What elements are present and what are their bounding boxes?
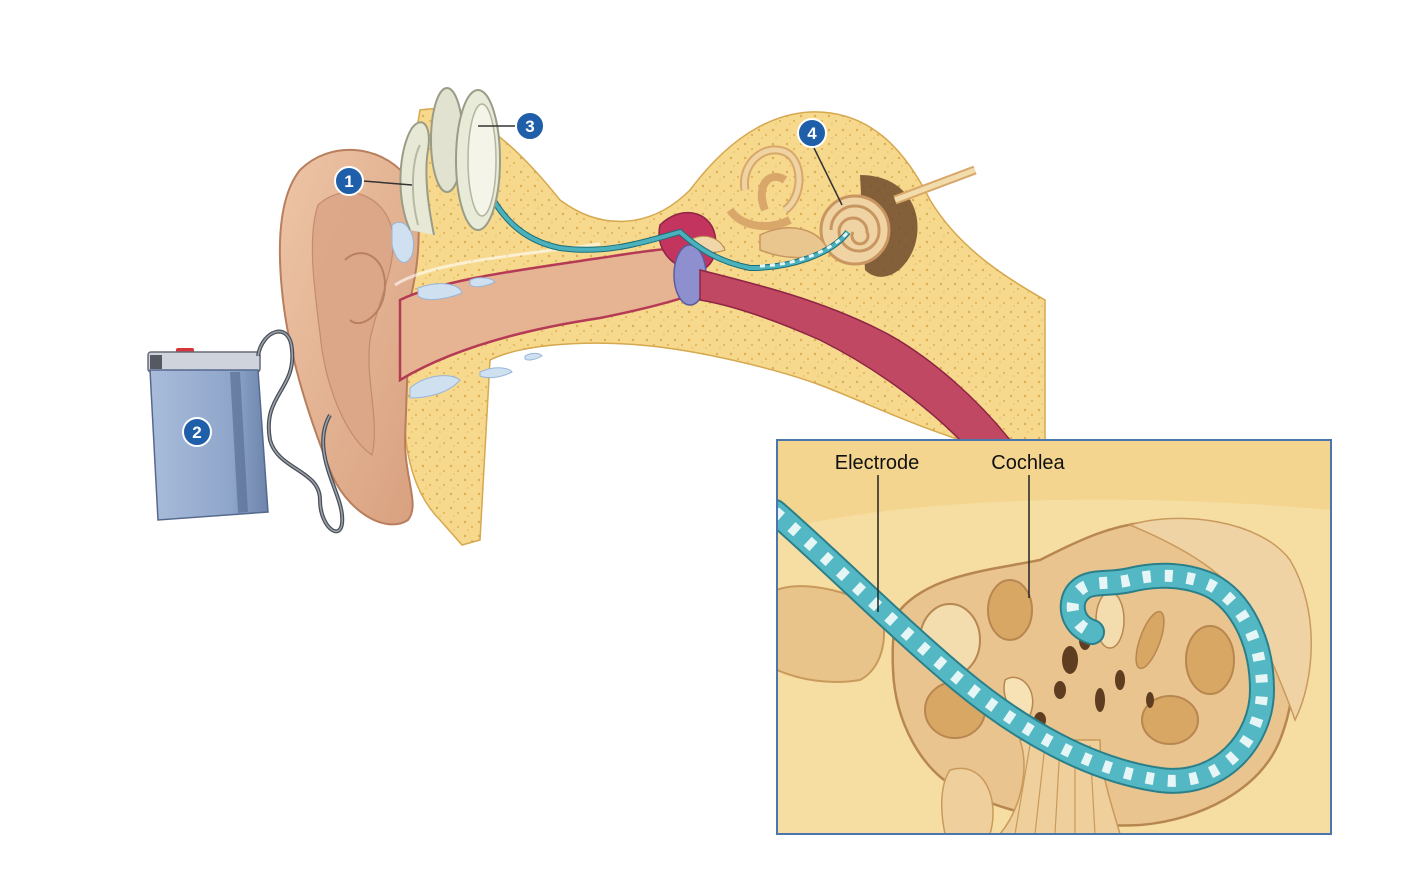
callout-number-3: 3 — [525, 117, 534, 136]
speech-processor — [147, 329, 345, 534]
electrode-lead — [482, 183, 851, 272]
transmitter-receiver — [430, 87, 501, 231]
cochlea-label: Cochlea — [991, 452, 1065, 474]
ear-canal — [391, 222, 707, 399]
outer-ear — [278, 149, 420, 526]
leader-line-4 — [813, 147, 843, 206]
middle-ear — [658, 211, 1012, 441]
cochlea-inset: Electrode Cochlea — [776, 439, 1332, 835]
inset-border — [776, 439, 1332, 835]
inset-cochlea-body — [891, 517, 1312, 827]
callout-number-4: 4 — [807, 124, 817, 143]
electrode-label: Electrode — [835, 452, 920, 474]
callout-leaders — [362, 125, 843, 206]
callout-badge-4: 4 — [797, 118, 827, 148]
callout-badge-2: 2 — [182, 417, 212, 447]
callout-badge-3: 3 — [515, 111, 545, 141]
microphone — [399, 121, 435, 236]
cochlea-spiral — [819, 194, 891, 266]
callout-number-2: 2 — [192, 423, 201, 442]
inner-ear — [726, 145, 977, 277]
callout-number-1: 1 — [344, 172, 353, 191]
leader-line-1 — [362, 180, 413, 186]
inset-electrode — [777, 499, 1276, 794]
callout-badge-1: 1 — [334, 166, 364, 196]
